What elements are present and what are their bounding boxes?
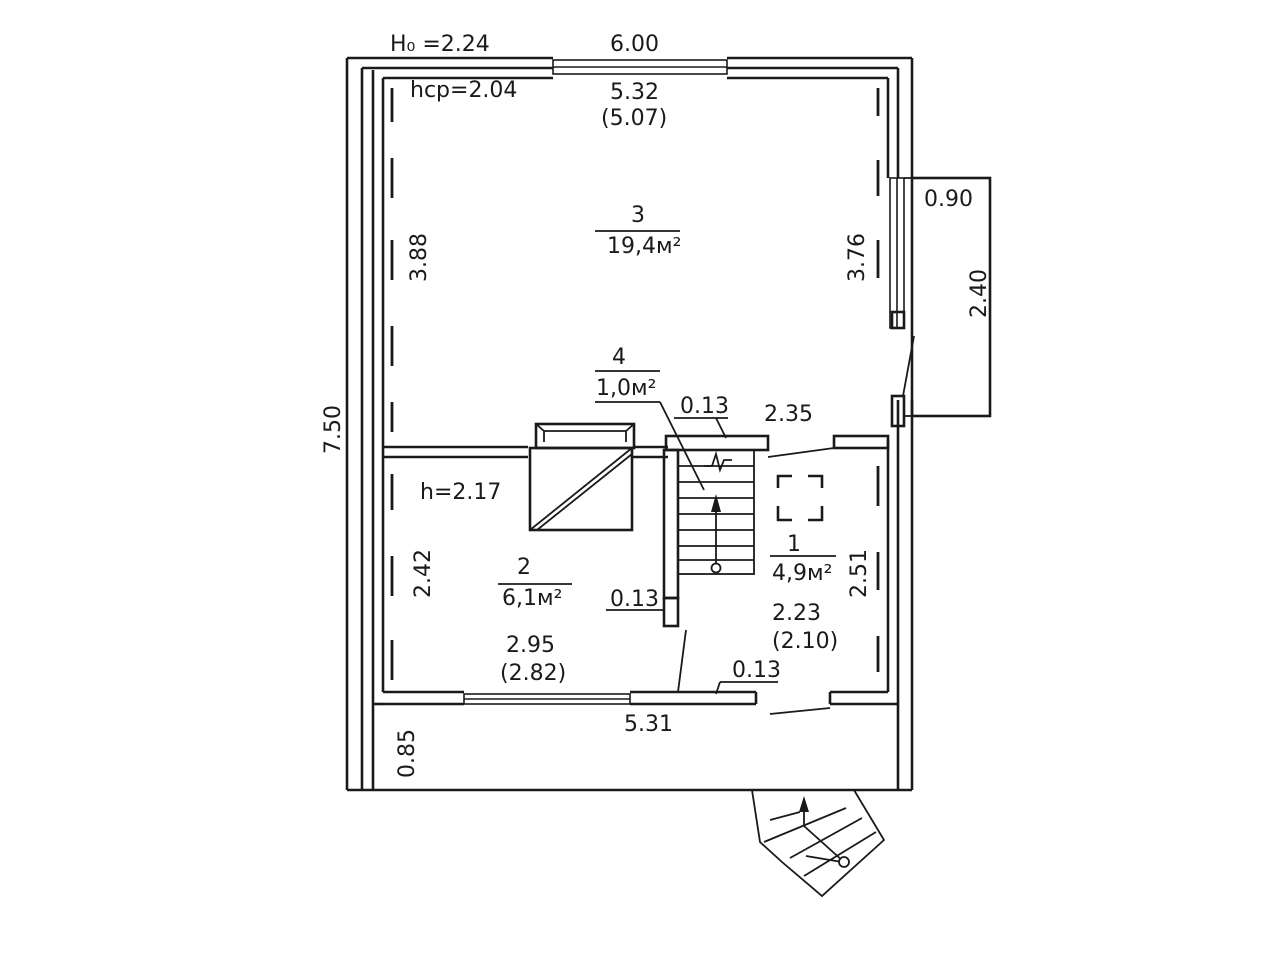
- room1-number: 1: [787, 532, 801, 557]
- bottom-wall-label: 0.13: [732, 658, 781, 683]
- balcony: [904, 176, 992, 418]
- ceiling-hatch: [776, 474, 824, 522]
- outer-height-label: 7.50: [321, 405, 346, 454]
- height-hcp: hср=2.04: [410, 78, 517, 103]
- room1-width-label: 2.23: [772, 601, 821, 626]
- room3-number: 3: [631, 203, 645, 228]
- stair-wall-label: 0.13: [680, 394, 729, 419]
- outer-walls: [345, 56, 914, 792]
- room1-right-label: 2.51: [847, 549, 872, 598]
- room3-left-label: 3.88: [407, 233, 432, 282]
- stove-chimney: [528, 422, 636, 532]
- porch-depth-label: 0.85: [395, 729, 420, 778]
- partition-label: 0.13: [610, 587, 659, 612]
- leader-lines: [498, 230, 836, 695]
- room3-area: 19,4м²: [607, 234, 681, 259]
- entrance-steps: [750, 789, 886, 898]
- balcony-length-label: 2.40: [967, 269, 992, 318]
- ceiling-slope-marks: [390, 88, 880, 680]
- room1-width-alt-label: (2.10): [772, 629, 838, 654]
- room2-width-label: 2.95: [506, 633, 555, 658]
- interior-stairs: [677, 449, 755, 575]
- labels: H₀ =2.24 6.00 hср=2.04 5.32 (5.07) 3 19,…: [321, 32, 992, 778]
- room1-area: 4,9м²: [772, 561, 832, 586]
- room4-number: 4: [612, 345, 626, 370]
- room2-left-label: 2.42: [411, 549, 436, 598]
- room3-width-label: 5.32: [610, 80, 659, 105]
- room4-area: 1,0м²: [596, 376, 656, 401]
- bottom-width-label: 5.31: [624, 712, 673, 737]
- room3-right-label: 3.76: [845, 233, 870, 282]
- outer-width-label: 6.00: [610, 32, 659, 57]
- height-h: h=2.17: [420, 480, 501, 505]
- balcony-width-label: 0.90: [924, 187, 973, 212]
- room2-width-alt-label: (2.82): [500, 661, 566, 686]
- room3-width-alt-label: (5.07): [601, 106, 667, 131]
- room2-area: 6,1м²: [502, 586, 562, 611]
- room2-number: 2: [517, 555, 531, 580]
- height-h0: H₀ =2.24: [390, 32, 490, 57]
- hall-width-label: 2.35: [764, 402, 813, 427]
